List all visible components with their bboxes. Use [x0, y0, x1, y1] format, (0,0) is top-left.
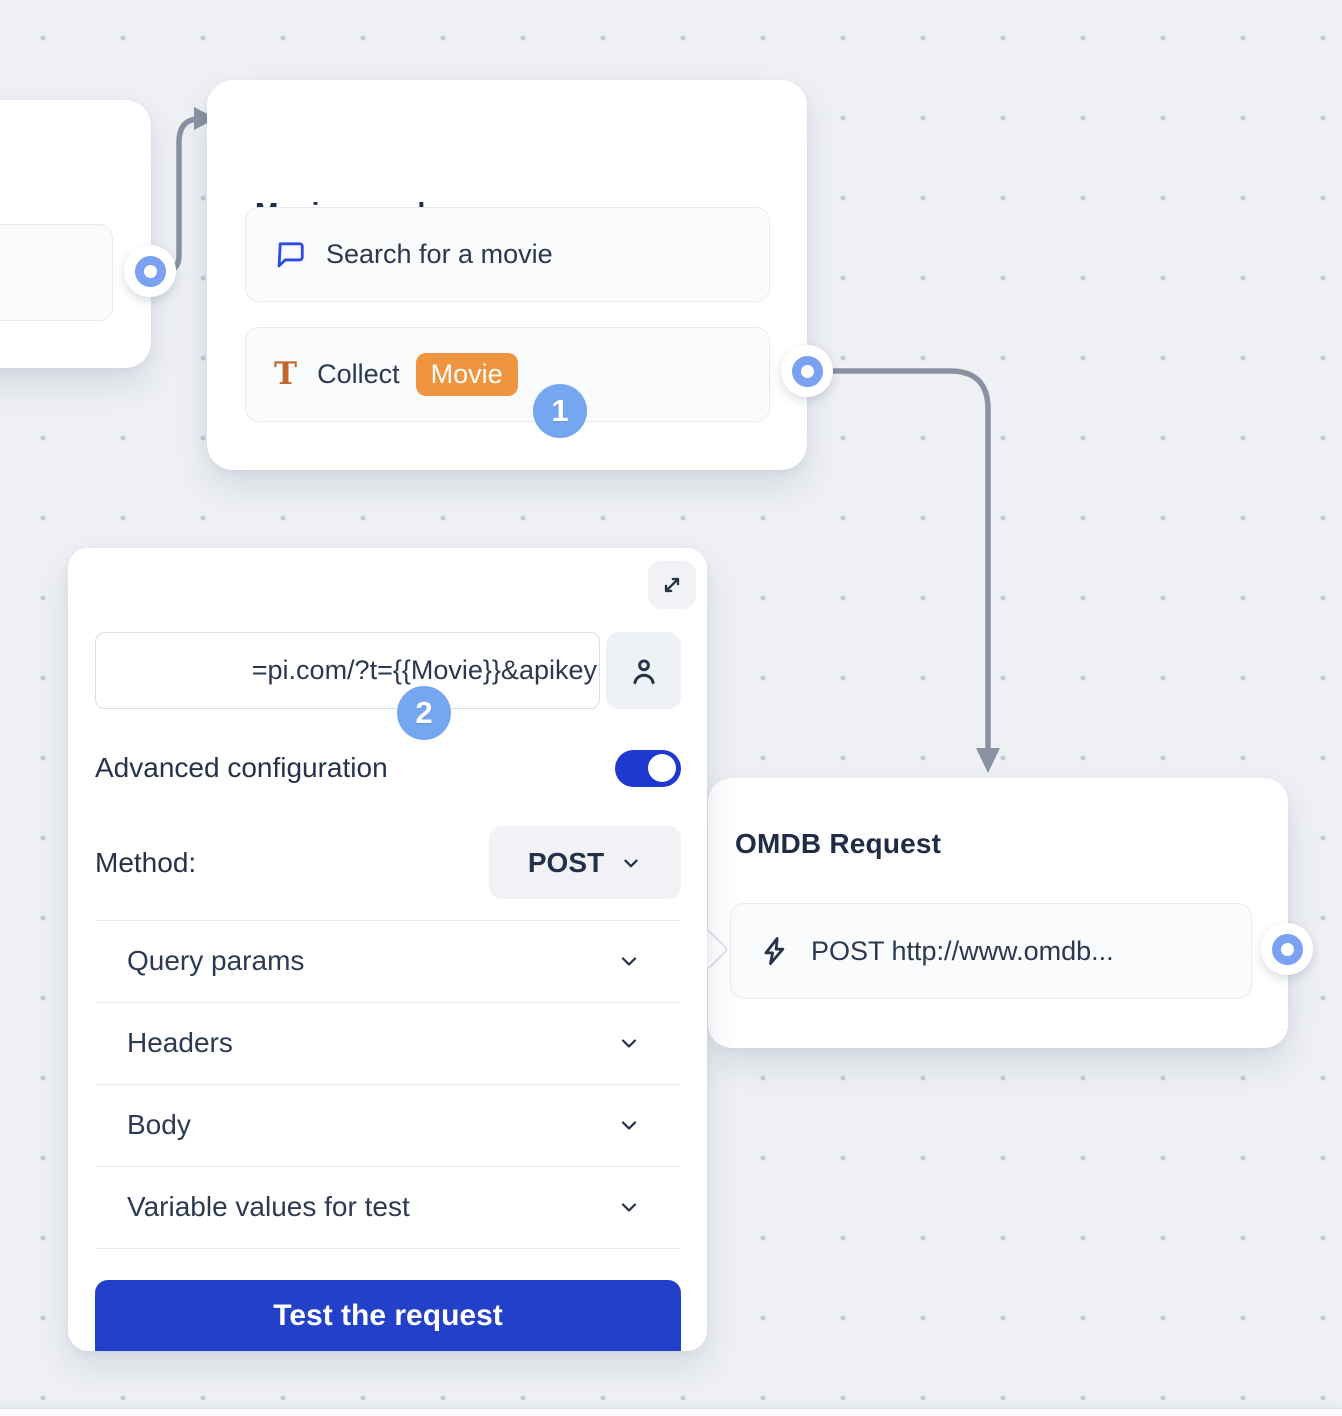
port-ring	[791, 355, 823, 387]
connector-arrowhead-right	[194, 107, 216, 130]
node-title: OMDB Request	[735, 828, 942, 859]
text-input-icon: T	[274, 356, 298, 392]
movie-search-node[interactable]: Movie search Search for a movie T Collec…	[207, 80, 807, 470]
divider	[95, 1084, 681, 1085]
section-variable-values[interactable]: Variable values for test	[95, 1166, 681, 1248]
method-label: Method:	[95, 846, 197, 878]
connector-arrowhead-down	[976, 748, 1000, 773]
method-value: POST	[527, 846, 605, 878]
section-label: Variable values for test	[127, 1191, 410, 1222]
webhook-config-panel[interactable]: Advanced configuration Method: POST Quer…	[68, 548, 707, 1351]
lightning-icon	[764, 937, 785, 965]
omdb-request-node[interactable]: OMDB Request POST http://www.omdb...	[687, 778, 1288, 1048]
step-badge-2: 2	[397, 686, 451, 740]
webhook-request-block[interactable]: POST http://www.omdb...	[730, 903, 1252, 999]
divider	[95, 1248, 681, 1249]
toggle-knob	[648, 754, 676, 782]
connector-movie-to-omdb	[815, 368, 991, 755]
user-variable-button[interactable]	[606, 632, 681, 709]
question-label: Search for a movie	[326, 239, 553, 269]
chevron-down-icon	[621, 1121, 637, 1130]
test-request-button[interactable]: Test the request	[95, 1280, 681, 1351]
output-port-omdb[interactable]	[1261, 923, 1313, 975]
section-headers[interactable]: Headers	[95, 1002, 681, 1084]
port-ring	[134, 255, 166, 287]
person-icon	[632, 658, 655, 684]
variable-chip-movie[interactable]: Movie	[415, 353, 518, 396]
request-summary-label: POST http://www.omdb...	[811, 935, 1114, 966]
chevron-down-icon	[621, 957, 637, 966]
port-ring	[1271, 933, 1303, 965]
expand-button[interactable]	[648, 561, 696, 609]
collect-variable-block[interactable]: T Collect Movie	[245, 327, 770, 422]
advanced-configuration-row: Advanced configuration	[95, 746, 681, 790]
advanced-configuration-toggle[interactable]	[615, 749, 681, 787]
chevron-down-icon	[621, 1203, 637, 1212]
url-input[interactable]	[95, 632, 600, 709]
divider	[95, 1166, 681, 1167]
section-label: Body	[127, 1109, 191, 1140]
step-badge-1: 1	[533, 384, 587, 438]
expand-diagonal-icon	[664, 577, 680, 593]
output-port-movie-search[interactable]	[781, 345, 833, 397]
divider	[95, 920, 681, 921]
chat-bubble-icon	[277, 241, 304, 267]
advanced-configuration-label: Advanced configuration	[95, 752, 388, 783]
section-label: Query params	[127, 945, 305, 976]
method-select[interactable]: POST	[489, 826, 681, 899]
method-row: Method: POST	[95, 826, 681, 899]
divider	[95, 1002, 681, 1003]
chevron-down-icon	[624, 859, 638, 867]
partial-node-item[interactable]	[0, 224, 113, 321]
partial-node-card[interactable]	[0, 100, 151, 368]
collect-label: Collect	[317, 359, 400, 389]
section-body[interactable]: Body	[95, 1084, 681, 1166]
output-port-left-node[interactable]	[124, 245, 176, 297]
bottom-card-edge	[0, 1408, 1342, 1416]
question-text-block[interactable]: Search for a movie	[245, 207, 770, 302]
chevron-down-icon	[621, 1039, 637, 1048]
section-label: Headers	[127, 1027, 233, 1058]
section-query-params[interactable]: Query params	[95, 920, 681, 1002]
